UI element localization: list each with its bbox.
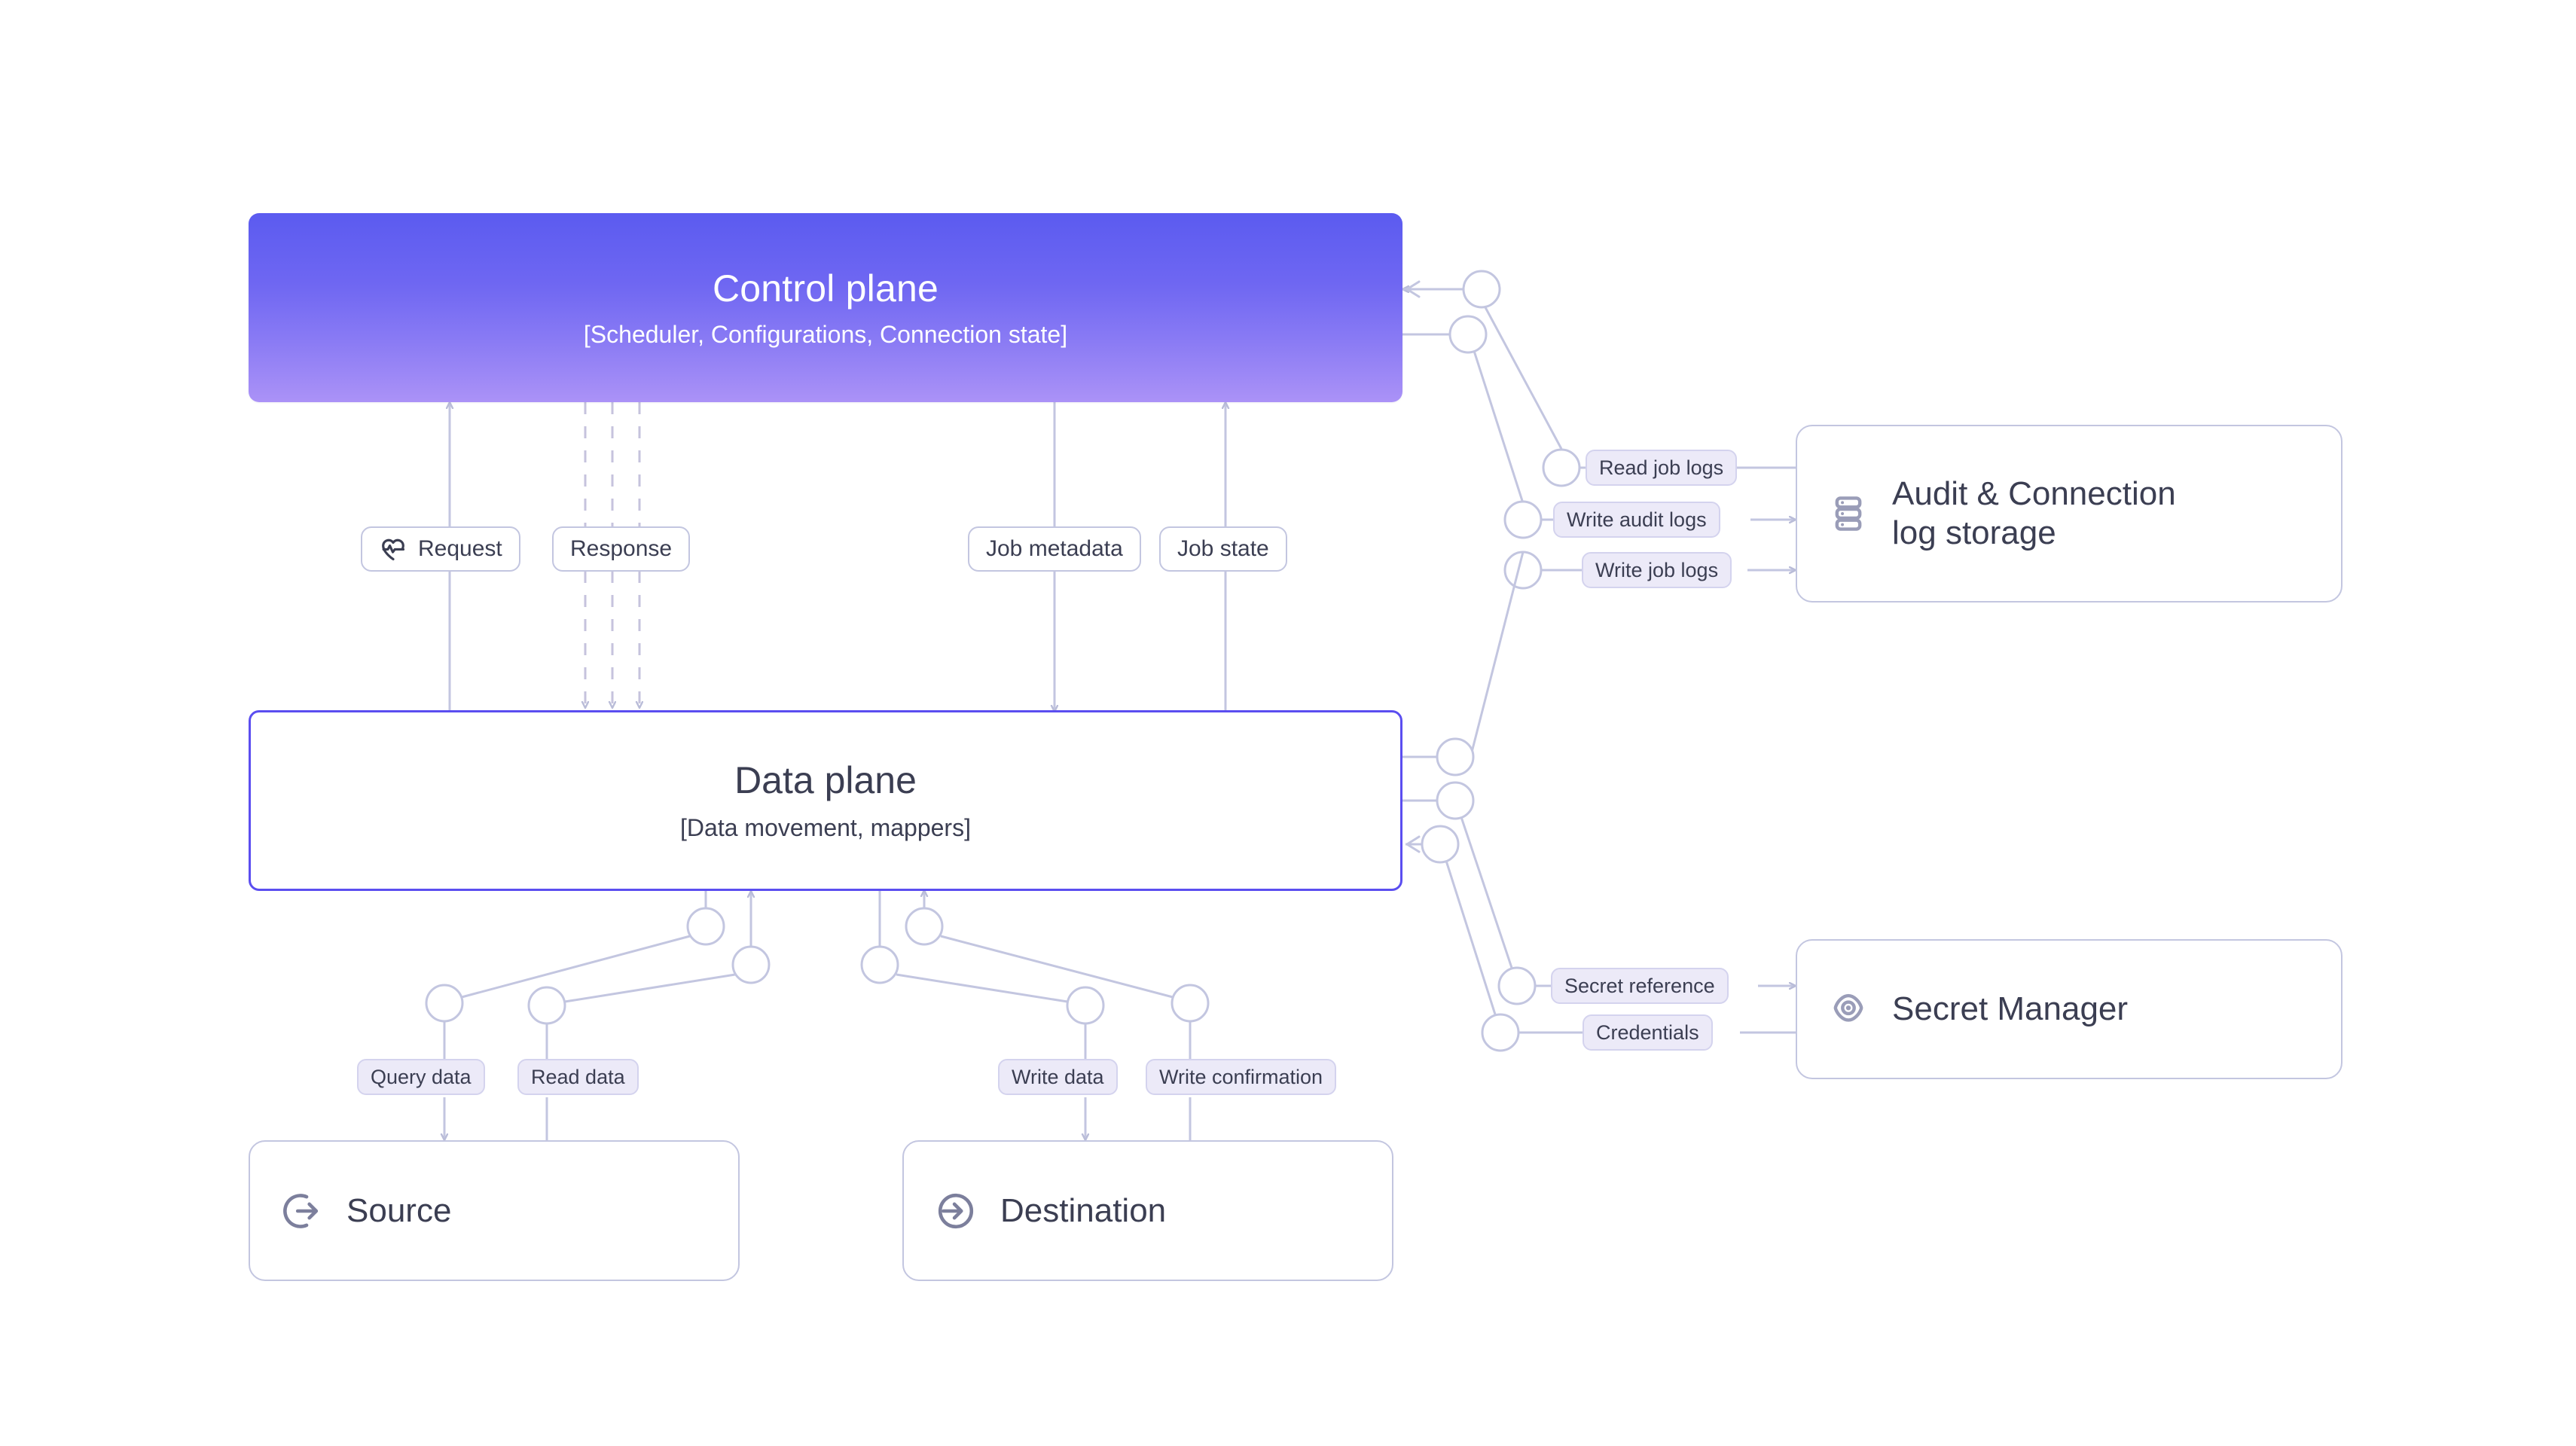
edge-label-write-confirmation[interactable]: Write confirmation xyxy=(1146,1059,1337,1095)
destination-node[interactable]: Destination xyxy=(902,1140,1393,1281)
edge-label-credentials[interactable]: Credentials xyxy=(1583,1014,1713,1051)
edge-label-job-state[interactable]: Job state xyxy=(1159,526,1287,572)
control-plane-title: Control plane xyxy=(712,267,939,310)
source-node[interactable]: Source xyxy=(249,1140,740,1281)
edge-label-job-metadata-text: Job metadata xyxy=(986,536,1123,561)
edge-label-query-data-text: Query data xyxy=(371,1065,472,1088)
edge-label-credentials-text: Credentials xyxy=(1596,1020,1699,1044)
edge-label-secret-reference[interactable]: Secret reference xyxy=(1551,968,1729,1004)
audit-log-storage-label-line1: Audit & Connection xyxy=(1892,475,2176,513)
edge-label-request[interactable]: Request xyxy=(361,526,520,572)
audit-log-storage-label: Audit & Connection log storage xyxy=(1892,474,2176,553)
edge-label-response[interactable]: Response xyxy=(552,526,691,572)
edge-label-write-data[interactable]: Write data xyxy=(998,1059,1118,1095)
secret-manager-node[interactable]: Secret Manager xyxy=(1796,939,2343,1079)
edge-label-read-data[interactable]: Read data xyxy=(517,1059,639,1095)
control-plane-node[interactable]: Control plane [Scheduler, Configurations… xyxy=(249,213,1402,402)
database-server-icon xyxy=(1827,493,1869,535)
data-plane-subtitle: [Data movement, mappers] xyxy=(680,814,971,841)
edge-label-secret-reference-text: Secret reference xyxy=(1564,974,1715,997)
edge-label-job-metadata[interactable]: Job metadata xyxy=(968,526,1141,572)
edge-label-write-job-logs-text: Write job logs xyxy=(1595,558,1719,581)
edge-label-response-text: Response xyxy=(570,536,673,561)
edge-label-write-confirmation-text: Write confirmation xyxy=(1159,1065,1323,1088)
secret-manager-label: Secret Manager xyxy=(1892,990,2129,1028)
edge-label-job-state-text: Job state xyxy=(1177,536,1269,561)
log-in-icon xyxy=(934,1189,978,1233)
eye-key-icon xyxy=(1827,988,1869,1030)
edge-label-read-data-text: Read data xyxy=(531,1065,625,1088)
edge-label-query-data[interactable]: Query data xyxy=(357,1059,485,1095)
log-out-icon xyxy=(280,1189,324,1233)
heart-pulse-icon xyxy=(379,535,407,563)
edge-label-write-data-text: Write data xyxy=(1012,1065,1104,1088)
data-plane-title: Data plane xyxy=(734,759,917,801)
edge-label-read-job-logs[interactable]: Read job logs xyxy=(1586,450,1738,486)
data-plane-node[interactable]: Data plane [Data movement, mappers] xyxy=(249,710,1402,891)
edge-label-request-text: Request xyxy=(418,536,502,561)
edge-label-write-audit-logs-text: Write audit logs xyxy=(1567,508,1707,531)
destination-label: Destination xyxy=(1000,1191,1167,1229)
audit-log-storage-label-line2: log storage xyxy=(1892,514,2056,551)
edge-label-write-job-logs[interactable]: Write job logs xyxy=(1582,552,1732,588)
control-plane-subtitle: [Scheduler, Configurations, Connection s… xyxy=(583,320,1068,348)
edge-label-write-audit-logs[interactable]: Write audit logs xyxy=(1553,502,1720,538)
source-label: Source xyxy=(346,1191,452,1229)
audit-log-storage-node[interactable]: Audit & Connection log storage xyxy=(1796,425,2343,602)
edge-label-read-job-logs-text: Read job logs xyxy=(1599,456,1724,479)
